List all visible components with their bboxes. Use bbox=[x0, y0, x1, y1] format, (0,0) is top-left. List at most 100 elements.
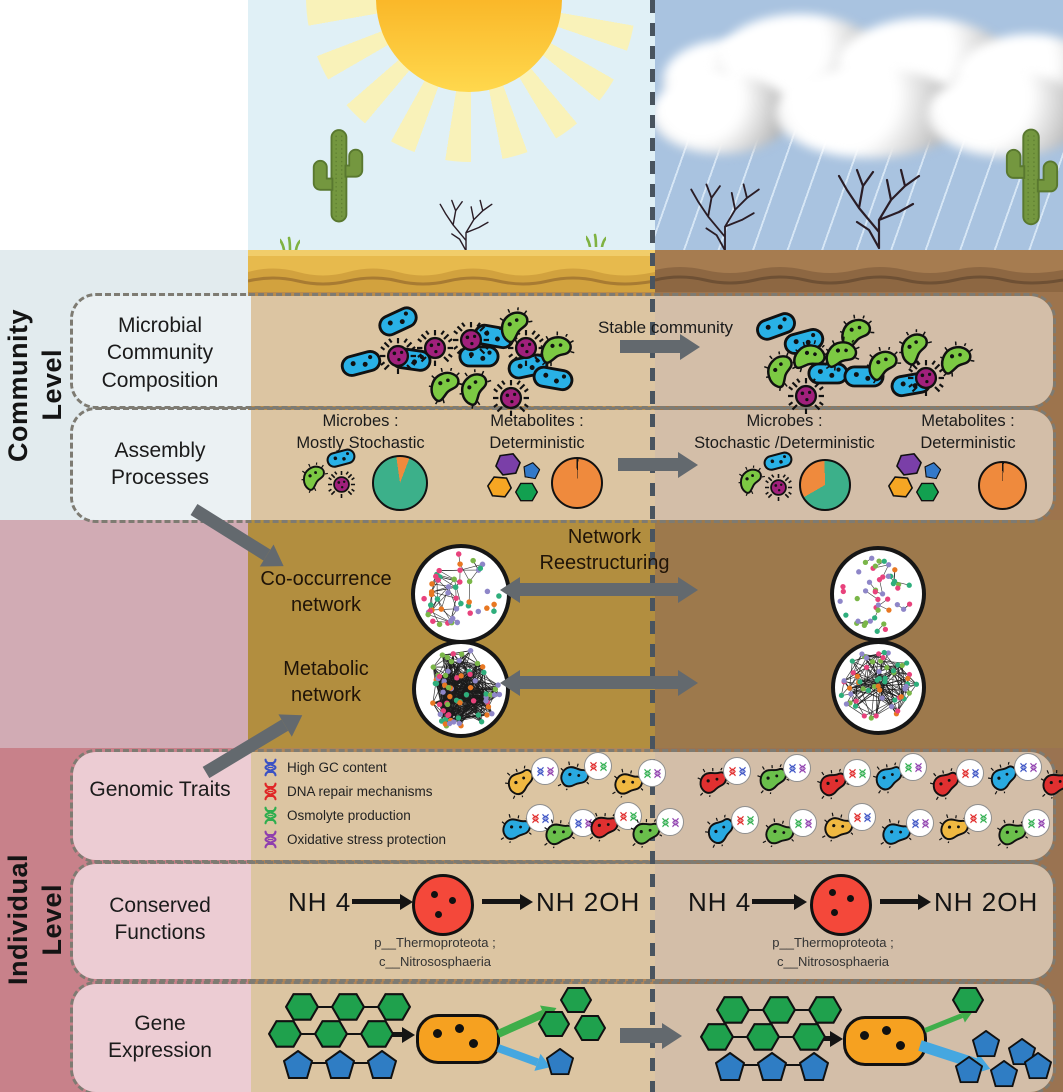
plasmid-circle-icon bbox=[1022, 809, 1050, 837]
plasmid-circle-icon bbox=[848, 803, 876, 831]
individual-level-label: Individual Level bbox=[2, 748, 68, 1092]
chain-link bbox=[317, 1005, 333, 1008]
bacterium-curved-icon bbox=[494, 305, 538, 349]
mid-level-block bbox=[0, 520, 248, 748]
row-label-zone bbox=[73, 410, 251, 520]
pie-microbes-left bbox=[372, 455, 428, 511]
conserved-row-label: Conserved Functions bbox=[109, 894, 211, 945]
plasmid-circle-icon bbox=[789, 809, 817, 837]
metabolite-hexagon-icon bbox=[285, 992, 319, 1022]
assembly-left-microbes-caption: Microbes : Mostly Stochastic bbox=[278, 411, 443, 455]
metabolite-hexagon-icon bbox=[574, 1014, 606, 1042]
dna-icon bbox=[599, 761, 608, 772]
dna-icon bbox=[643, 768, 652, 779]
bacterium-curved-icon bbox=[865, 347, 903, 385]
metabolic-network-label: Metabolic network bbox=[283, 658, 369, 706]
dna-icon bbox=[971, 768, 980, 779]
metabolite-pentagon-icon bbox=[325, 1050, 355, 1079]
dna-icon bbox=[746, 815, 755, 826]
enzyme-cell-right bbox=[810, 874, 872, 936]
microbe-spiky-icon bbox=[453, 322, 489, 358]
plasmid-circle-icon bbox=[956, 759, 984, 787]
reaction-arrow bbox=[482, 899, 520, 904]
microbe-spiky-icon bbox=[765, 474, 792, 501]
rain-desert-scene bbox=[655, 0, 1063, 250]
dna-icon bbox=[804, 818, 813, 829]
microbe-spiky-icon bbox=[380, 338, 416, 374]
dna-icon bbox=[619, 811, 628, 822]
chain-link bbox=[785, 1064, 801, 1066]
metabolite-hexagon-icon bbox=[494, 451, 523, 477]
plasmid-circle-icon bbox=[656, 808, 684, 836]
chain-link bbox=[346, 1032, 362, 1035]
dna-icon bbox=[546, 766, 555, 777]
individual-level-line1: Individual bbox=[2, 854, 33, 986]
dna-icon bbox=[848, 768, 857, 779]
legend-item-osmolyte: Osmolyte production bbox=[262, 806, 411, 825]
bacterial-cell-left bbox=[416, 1014, 500, 1064]
plasmid-circle-icon bbox=[899, 753, 927, 781]
product-label-right: NH 2OH bbox=[934, 887, 1039, 917]
legend-item-gc: High GC content bbox=[262, 758, 387, 777]
dna-icon bbox=[738, 766, 747, 777]
dna-icon bbox=[661, 817, 670, 828]
metabolite-hexagon-icon bbox=[331, 992, 365, 1022]
dna-icon bbox=[262, 806, 279, 825]
plasmid-circle-icon bbox=[723, 757, 751, 785]
product-label-left: NH 2OH bbox=[536, 887, 641, 917]
grass-tuft-icon bbox=[586, 233, 606, 247]
legend-label: High GC content bbox=[287, 760, 387, 775]
row-assembly bbox=[70, 407, 1056, 523]
enzyme-cell-left bbox=[412, 874, 474, 936]
plasmid-circle-icon bbox=[531, 757, 559, 785]
dna-icon bbox=[794, 818, 803, 829]
expression-transition-arrow bbox=[620, 1028, 662, 1043]
metabolic-network-right bbox=[831, 640, 926, 735]
cooccurrence-network-label: Co-occurrence network bbox=[260, 568, 392, 616]
chain-link bbox=[300, 1032, 316, 1035]
microbe-blob-icon bbox=[1039, 769, 1063, 799]
dna-icon bbox=[863, 812, 872, 823]
cooccurrence-network-left bbox=[411, 544, 511, 644]
dna-icon bbox=[1029, 762, 1038, 773]
chain-link bbox=[748, 1008, 764, 1011]
metabolite-hexagon-icon bbox=[792, 1022, 826, 1052]
microbe-spiky-icon bbox=[328, 471, 355, 498]
sand-soil-band bbox=[248, 250, 655, 292]
dna-icon bbox=[262, 758, 279, 777]
pie-metabolites-left bbox=[551, 457, 603, 509]
network-restructuring-arrow-bottom bbox=[520, 676, 678, 689]
taxa-line: c__Nitrososphaeria bbox=[776, 953, 889, 969]
plasmid-circle-icon bbox=[783, 754, 811, 782]
individual-level-line2: Level bbox=[36, 884, 67, 956]
metabolite-hexagon-icon bbox=[700, 1022, 734, 1052]
dna-icon bbox=[574, 818, 583, 829]
caption-line: Deterministic bbox=[920, 433, 1016, 452]
network-restructuring-label: Network Reestructuring bbox=[539, 526, 670, 574]
dna-icon bbox=[914, 762, 923, 773]
bacterial-cell-right bbox=[843, 1016, 927, 1066]
dna-icon bbox=[904, 762, 913, 773]
condition-divider bbox=[650, 0, 655, 1092]
dna-icon bbox=[853, 812, 862, 823]
caption-line: Microbes : bbox=[746, 412, 823, 430]
expression-row-label: Gene Expression bbox=[108, 1012, 212, 1063]
community-level-line2: Level bbox=[36, 349, 67, 421]
bacterium-curved-icon bbox=[935, 339, 979, 383]
community-level-label: Community Level bbox=[2, 250, 68, 520]
row-label-zone bbox=[73, 984, 251, 1092]
plasmid-circle-icon bbox=[584, 752, 612, 780]
row-label-zone bbox=[73, 864, 251, 979]
taxa-line: c__Nitrososphaeria bbox=[378, 953, 491, 969]
metabolite-hexagon-icon bbox=[887, 475, 914, 499]
taxa-line: p__Thermoproteota ; bbox=[374, 935, 496, 950]
dna-icon bbox=[1027, 818, 1036, 829]
chain-link bbox=[794, 1008, 810, 1011]
chain-link bbox=[743, 1064, 759, 1066]
metabolite-hexagon-icon bbox=[486, 475, 513, 499]
metabolite-pentagon-icon bbox=[1024, 1052, 1052, 1079]
dna-icon bbox=[1019, 762, 1028, 773]
dna-icon bbox=[798, 763, 807, 774]
pie-metabolites-right bbox=[978, 461, 1027, 510]
